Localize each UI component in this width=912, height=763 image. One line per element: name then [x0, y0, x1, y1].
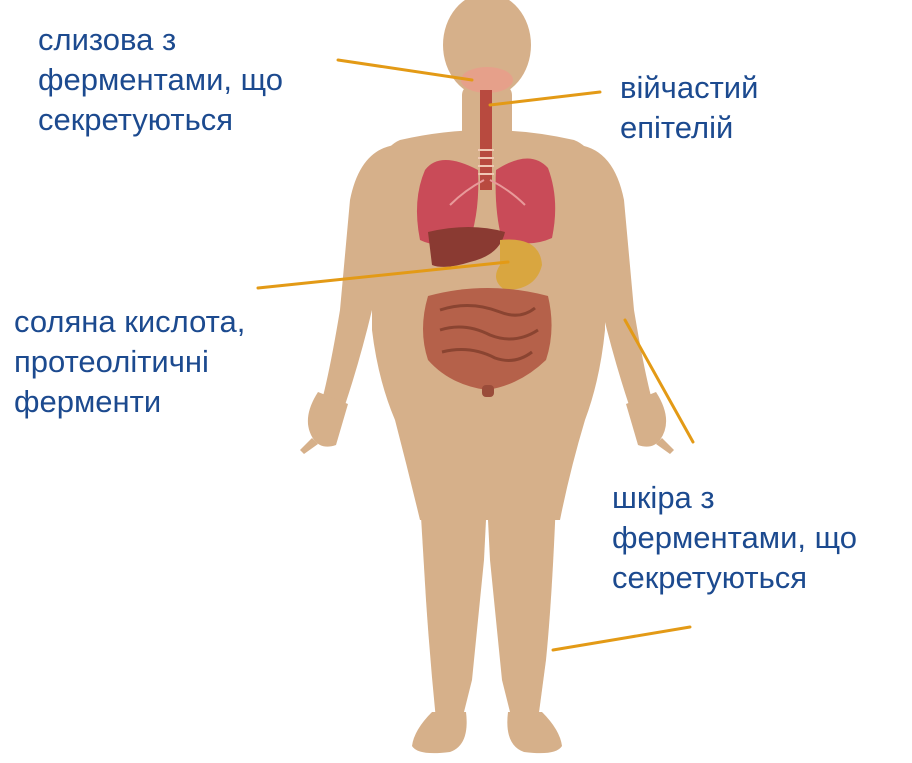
label-skin: шкіра з ферментами, що секретуються: [612, 478, 857, 598]
label-skin-line-1: шкіра з: [612, 478, 857, 518]
label-acid-line-2: протеолітичні: [14, 342, 245, 382]
label-mucosa-line-2: ферментами, що: [38, 60, 283, 100]
label-cilia-line-2: епітелій: [620, 108, 758, 148]
label-cilia-line-1: війчастий: [620, 68, 758, 108]
label-mucosa-line-3: секретуються: [38, 100, 283, 140]
label-acid: соляна кислота, протеолітичні ферменти: [14, 302, 245, 422]
label-skin-line-3: секретуються: [612, 558, 857, 598]
label-skin-line-2: ферментами, що: [612, 518, 857, 558]
label-mucosa-line-1: слизова з: [38, 20, 283, 60]
leader-line-skin-leg: [553, 627, 690, 650]
label-acid-line-1: соляна кислота,: [14, 302, 245, 342]
internal-organs-icon: [417, 67, 555, 397]
label-cilia: війчастий епітелій: [620, 68, 758, 148]
label-mucosa: слизова з ферментами, що секретуються: [38, 20, 283, 140]
label-acid-line-3: ферменти: [14, 382, 245, 422]
